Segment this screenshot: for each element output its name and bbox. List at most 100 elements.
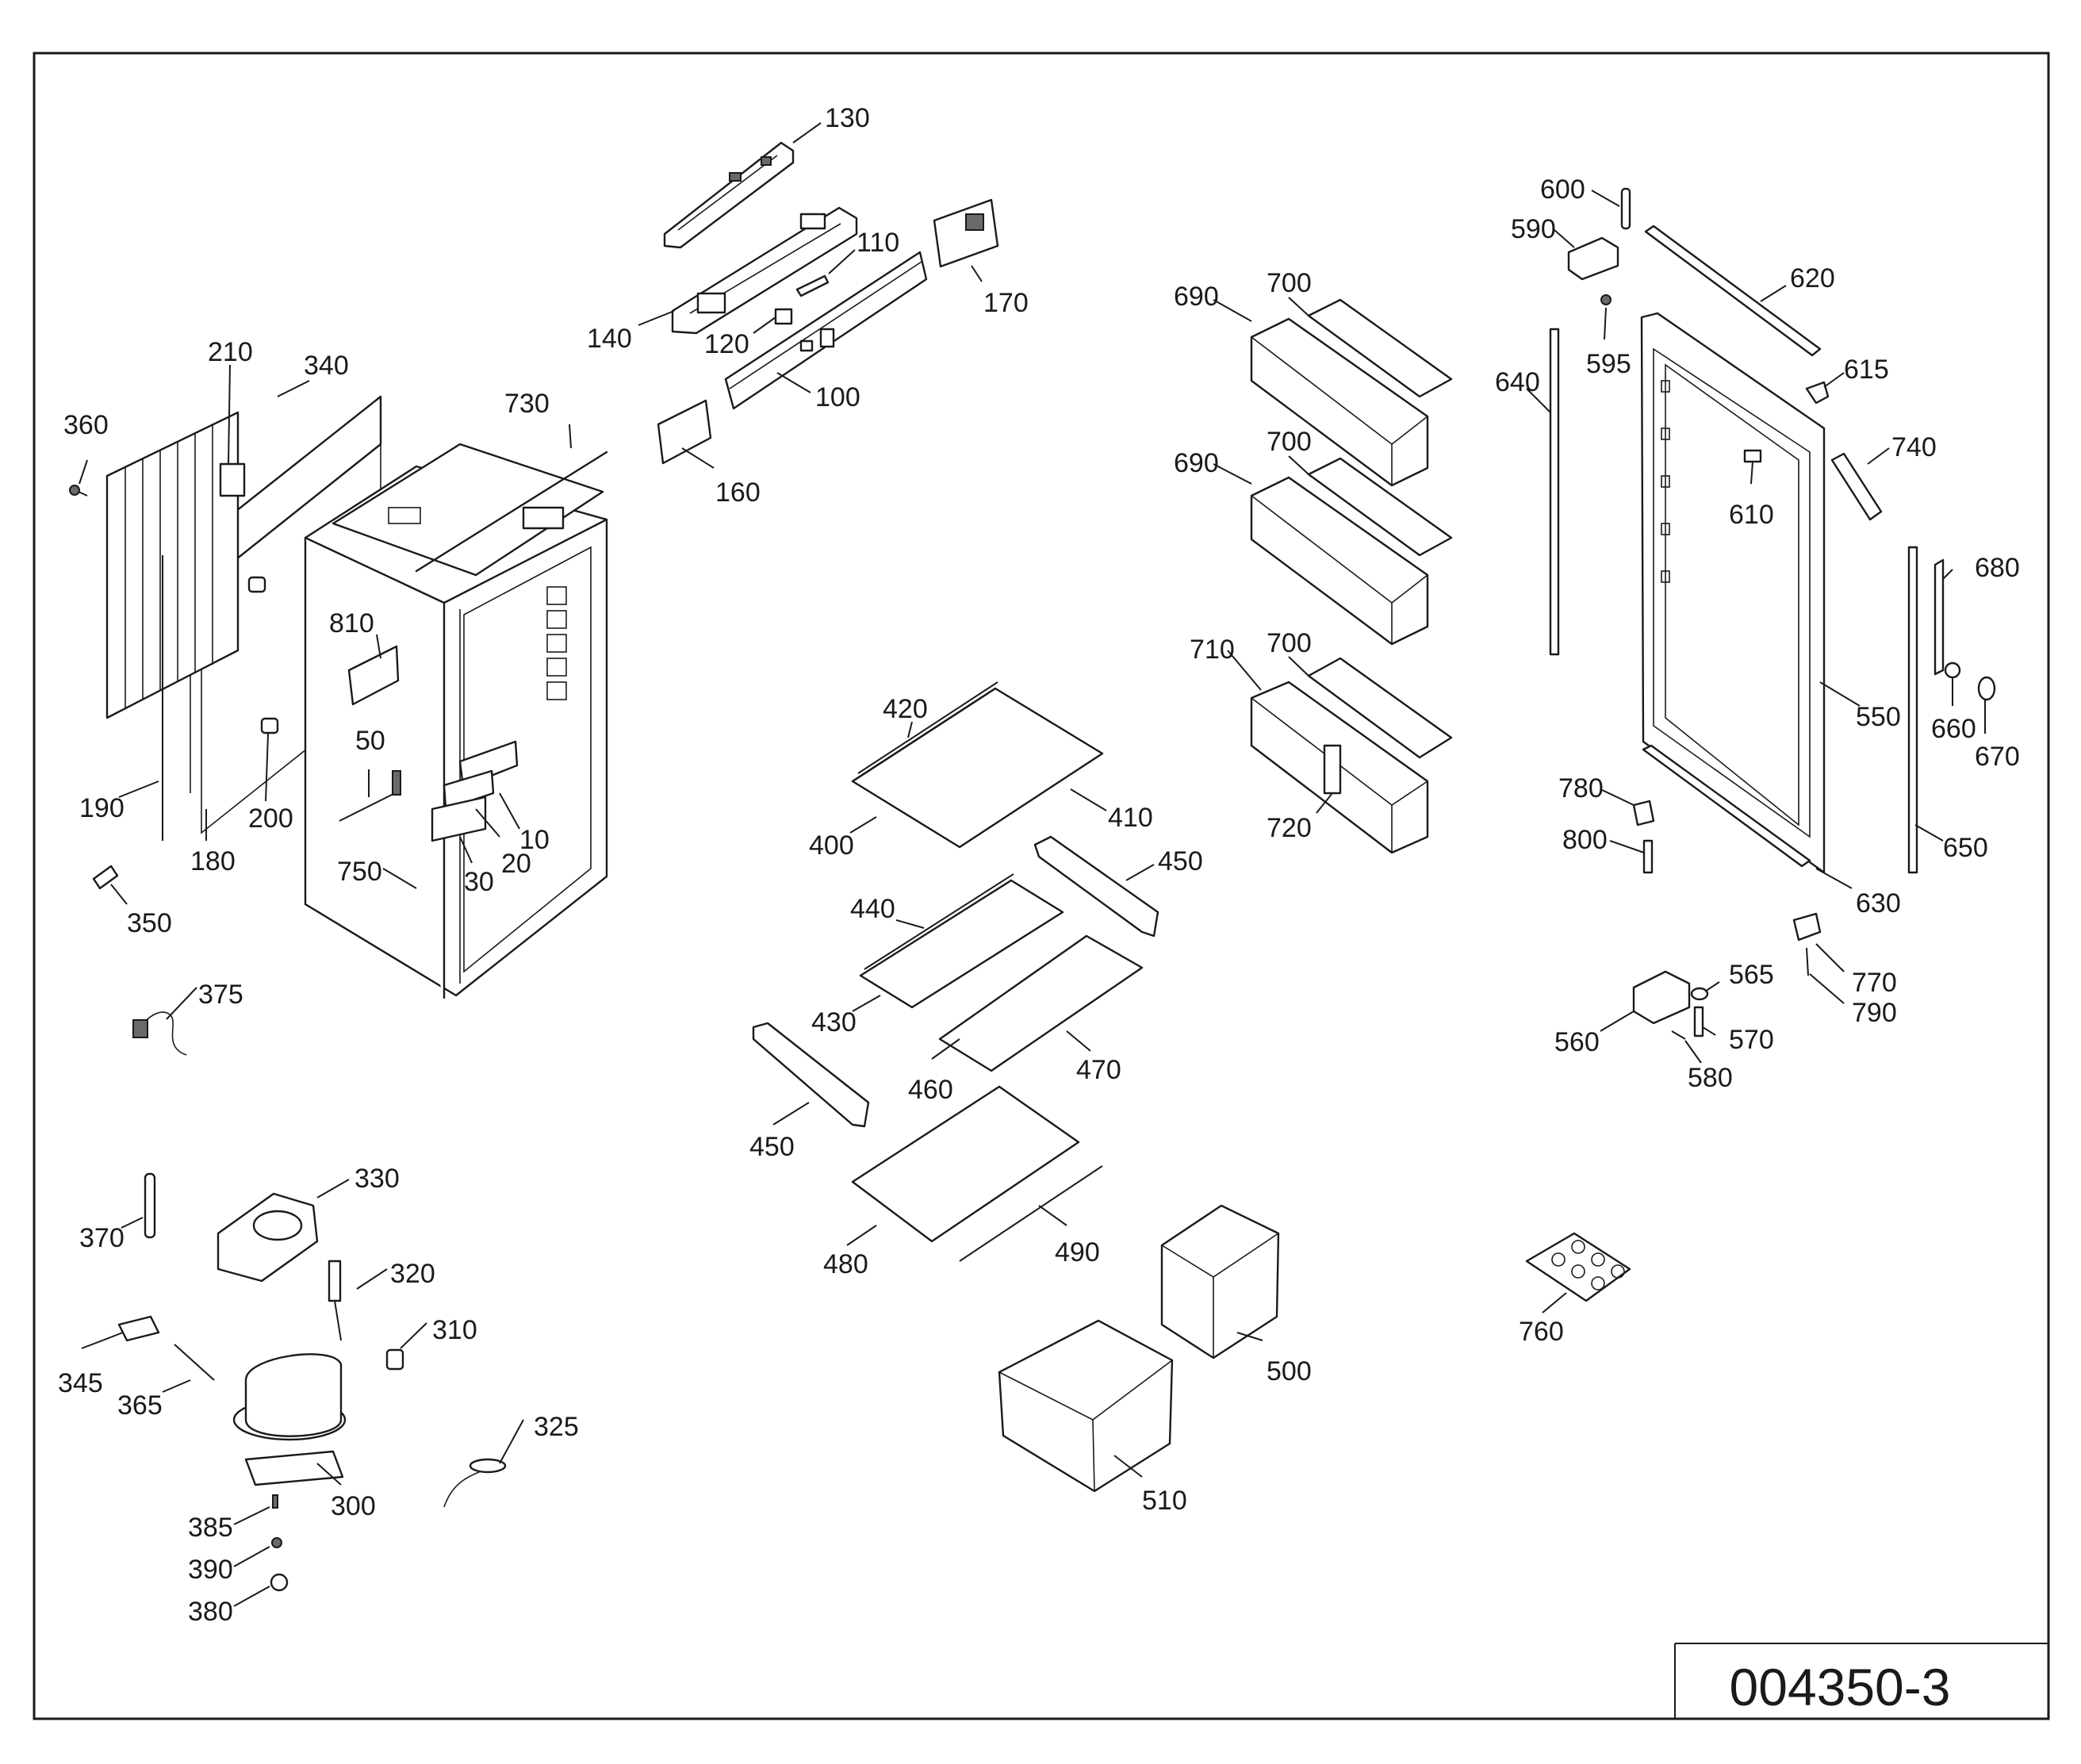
part-350-tube — [92, 865, 119, 890]
part-370-filter-drier — [144, 1172, 156, 1239]
part-300-compressor — [232, 1353, 347, 1486]
callout-560: 560 — [1554, 1027, 1600, 1057]
callout-470: 470 — [1076, 1055, 1121, 1085]
part-680-handle — [1933, 558, 1945, 676]
part-790-screw — [1806, 947, 1809, 976]
part-670-cap — [1977, 676, 1996, 701]
part-30-lamp-cover — [431, 796, 487, 842]
part-160-end-cap — [657, 399, 712, 465]
callout-375: 375 — [198, 980, 243, 1010]
part-500-crisper — [1160, 1204, 1280, 1359]
part-560-bracket — [1632, 970, 1691, 1025]
part-630-trim — [1642, 744, 1811, 868]
part-640-trim — [1549, 328, 1560, 656]
callout-30: 30 — [464, 867, 494, 897]
part-50-sensor — [339, 770, 401, 822]
part-170-end-cap — [933, 198, 999, 268]
callout-810: 810 — [329, 608, 374, 638]
callout-365: 365 — [117, 1390, 163, 1421]
callout-490: 490 — [1055, 1237, 1100, 1267]
callout-10: 10 — [519, 825, 550, 855]
part-385-screw — [272, 1494, 278, 1509]
callout-180: 180 — [190, 846, 236, 876]
callout-800: 800 — [1562, 825, 1608, 855]
callout-20: 20 — [501, 849, 531, 879]
callout-620: 620 — [1790, 263, 1835, 293]
part-580-screw — [1671, 1030, 1686, 1040]
callout-660: 660 — [1931, 714, 1976, 744]
drawing-number: 004350-3 — [1730, 1658, 1951, 1716]
part-700-shelf-lower — [1307, 657, 1453, 759]
part-480-glass-shelf — [851, 1085, 1080, 1243]
part-800-pin — [1642, 839, 1654, 874]
part-700-shelf-middle — [1307, 457, 1453, 557]
part-430-shelf — [859, 873, 1064, 1009]
callout-420: 420 — [883, 694, 928, 724]
callout-760: 760 — [1519, 1317, 1564, 1347]
callout-170: 170 — [983, 288, 1029, 318]
part-780-clip — [1632, 800, 1655, 826]
part-325-wire — [443, 1458, 507, 1508]
callout-600: 600 — [1540, 174, 1585, 205]
callout-650: 650 — [1943, 833, 1988, 863]
part-190-condenser — [105, 411, 240, 841]
callout-300: 300 — [331, 1491, 376, 1521]
callout-570: 570 — [1729, 1025, 1774, 1055]
callout-320: 320 — [390, 1259, 435, 1289]
part-390-washer — [271, 1537, 282, 1548]
callout-670: 670 — [1975, 742, 2020, 772]
callout-100: 100 — [815, 382, 860, 412]
part-110-switch — [795, 274, 830, 297]
callout-370: 370 — [79, 1223, 125, 1253]
part-380-foot — [270, 1573, 289, 1592]
callout-640: 640 — [1495, 367, 1540, 397]
callout-770: 770 — [1852, 968, 1897, 998]
callout-440: 440 — [850, 894, 895, 924]
callout-790: 790 — [1852, 998, 1897, 1028]
part-740-handle — [1830, 452, 1883, 521]
part-730-top-cover — [332, 443, 608, 577]
part-595-screw — [1600, 294, 1612, 305]
callout-750: 750 — [337, 857, 382, 887]
callout-450-upper: 450 — [1158, 846, 1203, 876]
callout-590: 590 — [1511, 214, 1556, 244]
part-750-cabinet — [304, 465, 608, 999]
callout-340: 340 — [304, 351, 349, 381]
part-450-rail-left — [752, 1022, 870, 1128]
callout-740: 740 — [1891, 432, 1937, 462]
part-365-tube — [174, 1344, 215, 1381]
part-600-pin — [1620, 187, 1631, 230]
drawing-frame — [33, 52, 2050, 1720]
callout-310: 310 — [432, 1315, 477, 1345]
callout-50: 50 — [355, 726, 385, 756]
callout-680: 680 — [1975, 553, 2020, 583]
part-210-clip — [219, 462, 246, 497]
part-400-shelf — [851, 681, 1104, 849]
part-660-screw — [1944, 662, 1961, 679]
part-760-egg-tray — [1525, 1232, 1631, 1302]
callout-720: 720 — [1267, 813, 1312, 843]
callout-430: 430 — [811, 1007, 857, 1037]
part-375-power-cord — [132, 1011, 187, 1056]
callout-450-lower: 450 — [749, 1132, 795, 1162]
callout-700-middle: 700 — [1267, 427, 1312, 457]
part-700-shelf-upper — [1307, 298, 1453, 398]
part-565-washer — [1690, 987, 1709, 1001]
part-720-balcony-lower — [1250, 681, 1429, 854]
callout-480: 480 — [823, 1249, 868, 1279]
callout-580: 580 — [1688, 1063, 1733, 1093]
callout-500: 500 — [1267, 1356, 1312, 1386]
callout-390: 390 — [188, 1555, 233, 1585]
callout-690-upper: 690 — [1174, 282, 1219, 312]
callout-120: 120 — [704, 329, 749, 359]
part-130-control-bracket — [663, 141, 795, 249]
drawing-number-box: 004350-3 — [1674, 1643, 2048, 1719]
callout-400: 400 — [809, 830, 854, 861]
part-610-label — [1743, 449, 1762, 463]
part-490-trim — [959, 1165, 1103, 1262]
part-510-crisper — [998, 1319, 1174, 1493]
part-550-door — [1640, 312, 1826, 874]
callout-190: 190 — [79, 793, 125, 823]
part-330-bracket — [217, 1192, 319, 1283]
